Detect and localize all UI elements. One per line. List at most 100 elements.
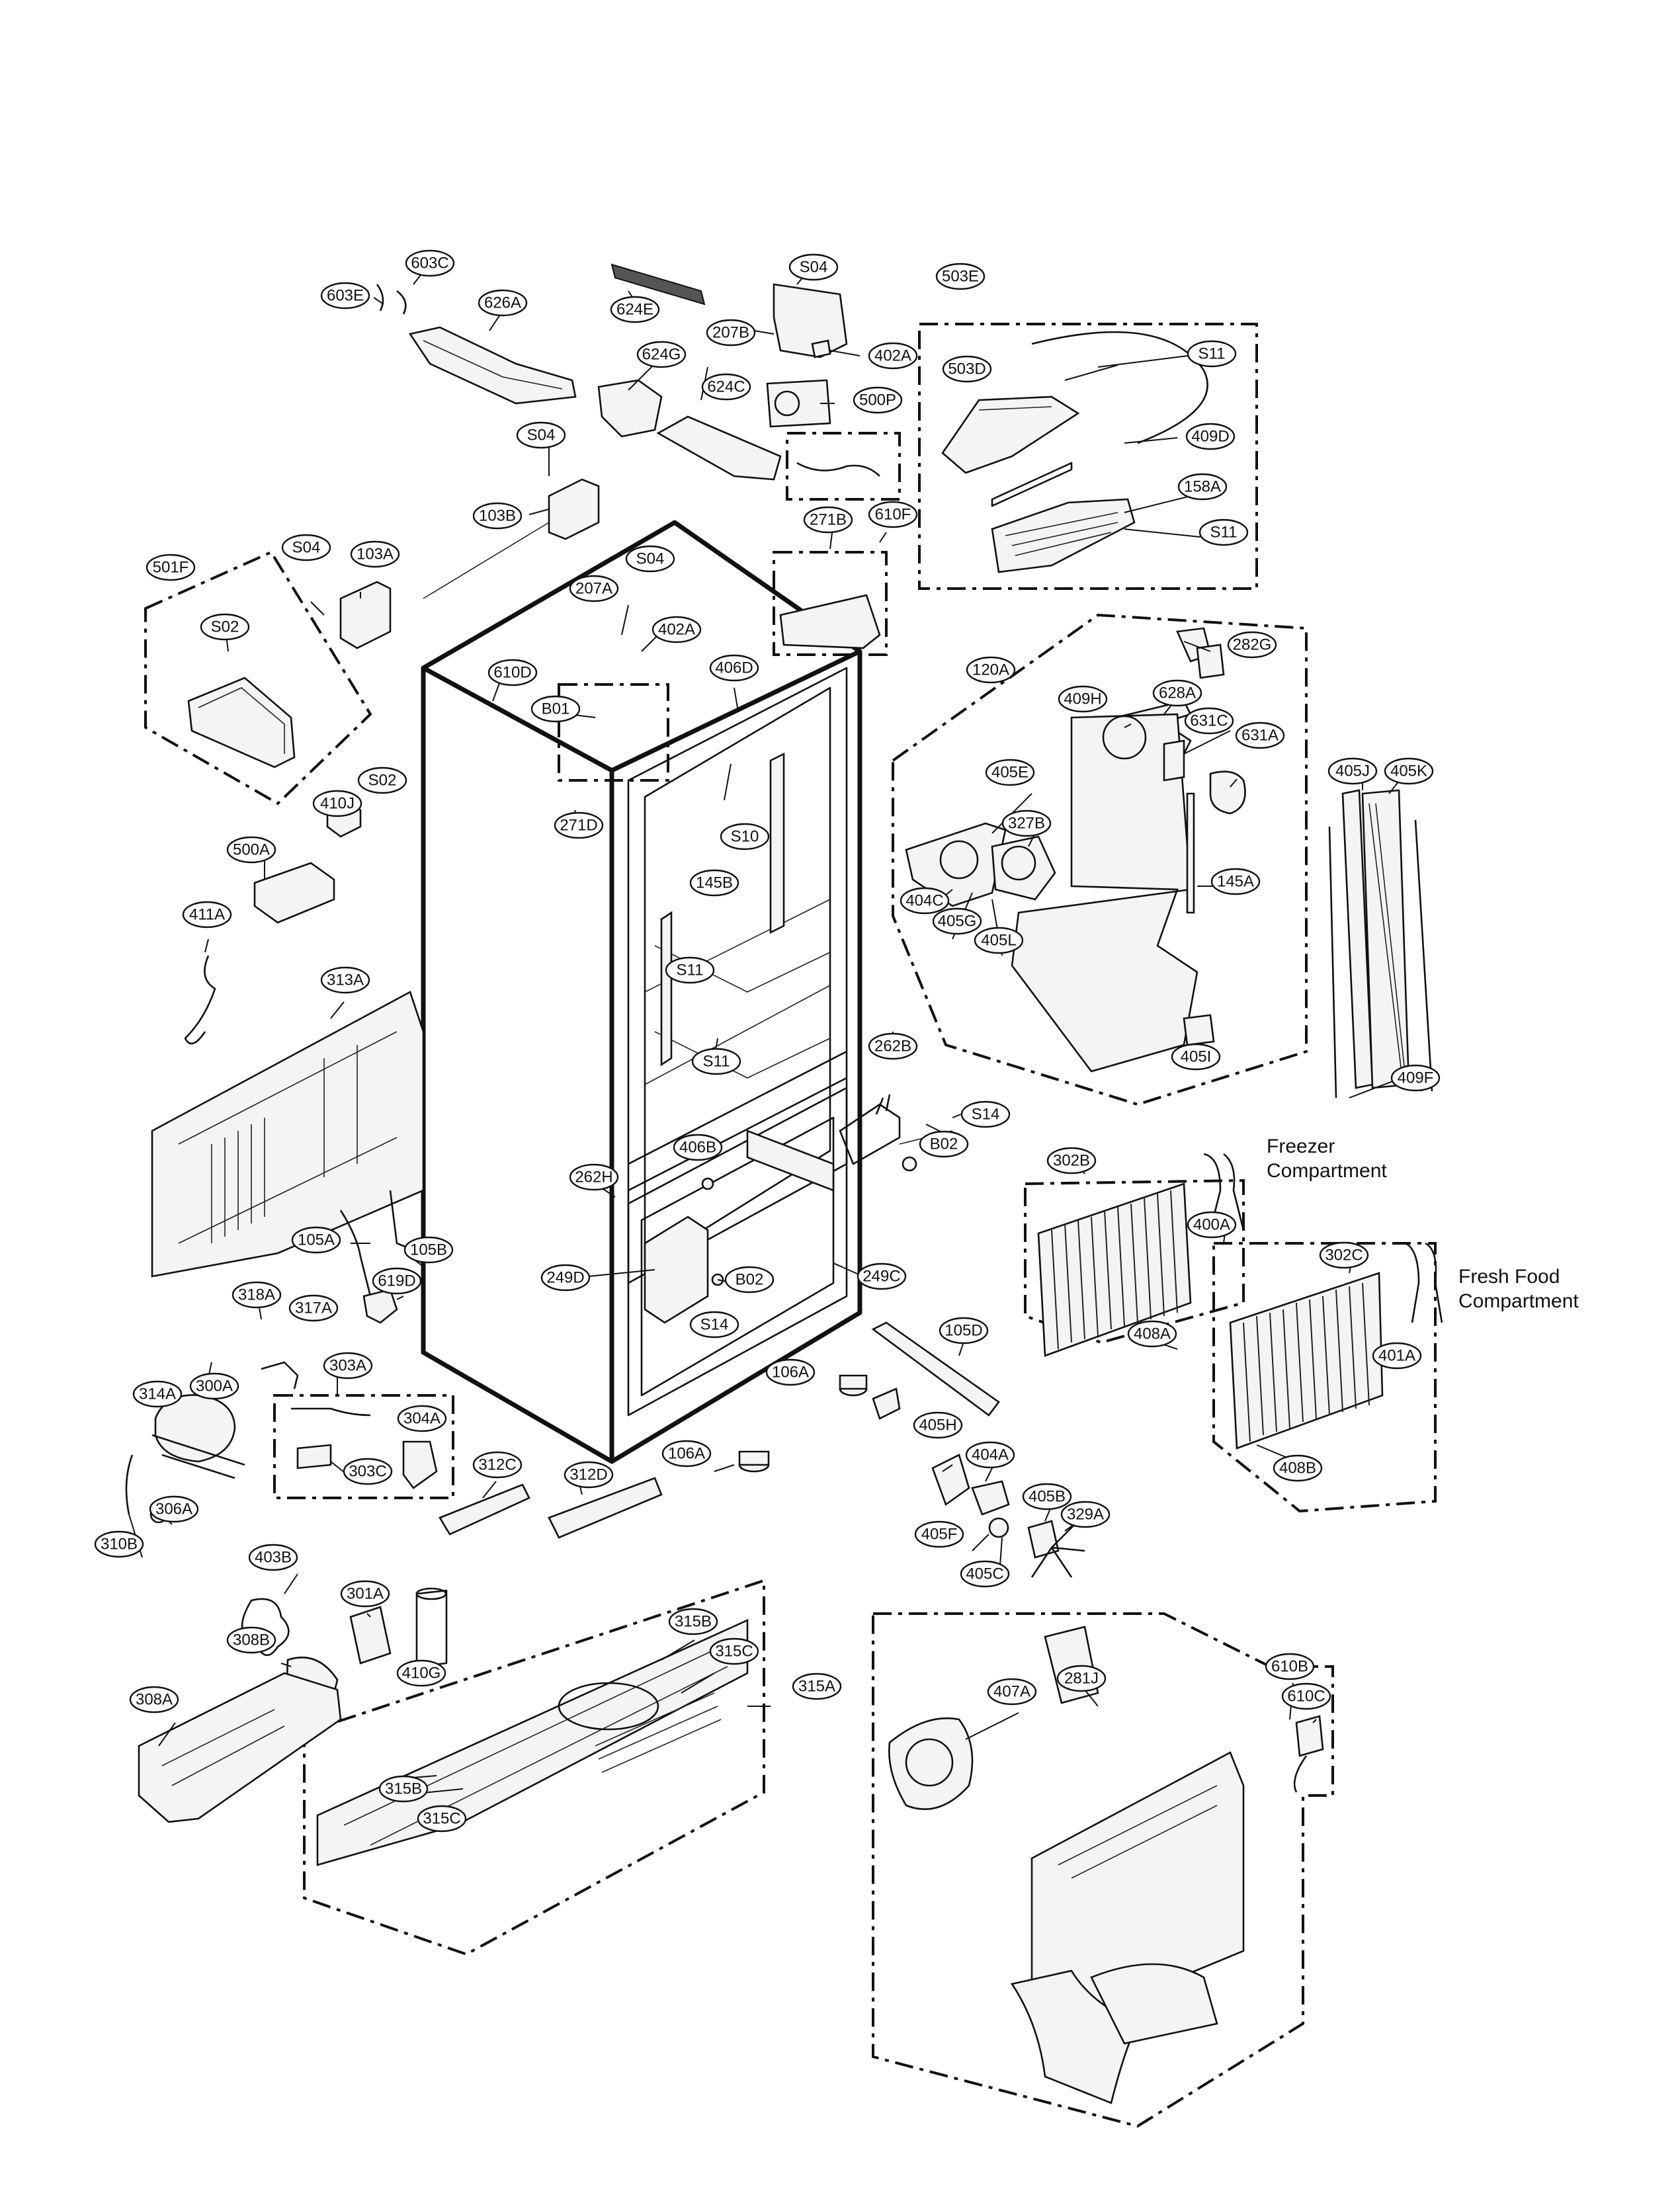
callout-bubble	[987, 1678, 1037, 1706]
callout-label: S11	[1210, 524, 1238, 542]
callout-label: 406D	[715, 659, 753, 677]
callout-bubble	[396, 1659, 446, 1687]
callout-bubble	[554, 811, 604, 839]
callout-bubble	[343, 1458, 393, 1485]
callout-402a-mid: 402A	[651, 616, 702, 643]
callout-bubble	[1265, 1653, 1315, 1680]
callout-610f: 610F	[868, 501, 918, 528]
callout-400a: 400A	[1187, 1211, 1237, 1239]
callout-label: 105D	[945, 1322, 982, 1340]
callout-label: 409H	[1064, 690, 1101, 708]
callout-411a: 411A	[182, 901, 232, 928]
group-outlines	[144, 323, 1437, 2128]
callout-bubble	[312, 790, 362, 817]
refrigerator-cabinet	[421, 520, 862, 1464]
callout-label: 411A	[189, 906, 225, 924]
callout-610c: 610C	[1281, 1682, 1331, 1710]
callout-s11-a: S11	[1187, 340, 1237, 368]
bottom-right-parts	[872, 1387, 1324, 2104]
callout-bubble	[985, 759, 1035, 786]
callout-bubble	[350, 540, 400, 568]
callout-409d: 409D	[1185, 423, 1236, 450]
callout-631a: 631A	[1235, 722, 1285, 749]
callout-bubble	[966, 656, 1016, 684]
callout-label: 405K	[1390, 763, 1427, 780]
callout-label: 303C	[349, 1463, 386, 1481]
callout-315c-b: 315C	[417, 1805, 467, 1833]
callout-bubble	[974, 927, 1024, 954]
callout-label: 120A	[972, 661, 1009, 679]
callout-106a-b: 106A	[661, 1440, 712, 1467]
callout-408a: 408A	[1127, 1320, 1177, 1348]
callout-label: 300A	[196, 1378, 233, 1395]
callout-145a: 145A	[1210, 868, 1261, 895]
callout-405b: 405B	[1022, 1483, 1072, 1510]
callout-bubble	[960, 1100, 1011, 1128]
callout-label: 603E	[327, 287, 364, 305]
callout-label: 406B	[679, 1139, 716, 1157]
callout-label: S04	[527, 427, 556, 444]
callout-271d: 271D	[554, 811, 604, 839]
callout-bubble	[661, 1440, 712, 1467]
top-dispenser-parts	[339, 263, 880, 649]
callout-120a: 120A	[966, 656, 1016, 684]
callout-249c: 249C	[857, 1262, 907, 1290]
fresh-food-note-line2: Compartment	[1458, 1290, 1579, 1312]
callout-label: S11	[703, 1053, 730, 1071]
callout-label: 308A	[136, 1691, 173, 1709]
callout-bubble	[701, 373, 751, 401]
callout-bubble	[1372, 1342, 1422, 1370]
callout-s04-b: S04	[625, 545, 675, 573]
callout-bubble	[94, 1530, 144, 1558]
callout-bubble	[689, 869, 739, 897]
callout-label: S14	[700, 1316, 729, 1334]
callout-628a: 628A	[1152, 679, 1202, 707]
callout-603c: 603C	[405, 249, 455, 277]
callout-label: 315B	[675, 1613, 712, 1631]
callout-s11-c: S11	[665, 956, 715, 984]
callout-label: 405E	[991, 764, 1029, 782]
right-side-parts	[701, 594, 1433, 1473]
callout-bubble	[960, 1560, 1010, 1588]
callout-312c: 312C	[472, 1451, 523, 1479]
callout-624g: 624G	[636, 341, 687, 368]
callout-s11-d: S11	[691, 1048, 741, 1075]
callout-bubble	[1198, 518, 1249, 546]
callout-bubble	[868, 501, 918, 528]
callout-bubble	[1210, 868, 1261, 895]
callout-103b: 103B	[472, 502, 523, 530]
callout-300a: 300A	[189, 1372, 239, 1400]
callout-bubble	[182, 901, 232, 928]
callout-label: 401A	[1378, 1347, 1415, 1365]
callout-bubble	[487, 659, 538, 686]
callout-bubble	[403, 1236, 454, 1264]
callout-249d: 249D	[540, 1264, 591, 1292]
callout-s14-a: S14	[960, 1100, 1011, 1128]
callout-label: B02	[930, 1135, 958, 1153]
callout-b02-b: B02	[724, 1266, 775, 1294]
callout-bubble	[857, 1262, 907, 1290]
callout-bubble	[132, 1380, 183, 1408]
callout-500p: 500P	[853, 386, 903, 414]
callout-bubble	[689, 1311, 739, 1339]
callout-302b: 302B	[1046, 1147, 1097, 1175]
callout-label: 302C	[1325, 1247, 1363, 1264]
callout-label: 631A	[1241, 727, 1279, 745]
callout-bubble	[569, 1163, 619, 1191]
callout-bubble	[1235, 722, 1285, 749]
callout-bubble	[146, 554, 196, 581]
callout-label: 145A	[1217, 873, 1254, 891]
callout-s11-b: S11	[1198, 518, 1249, 546]
filter-cover-assembly	[941, 331, 1208, 573]
callout-bubble	[665, 956, 715, 984]
callout-label: 106A	[668, 1445, 705, 1463]
callout-bubble	[1227, 631, 1277, 659]
callout-403b: 403B	[248, 1544, 298, 1571]
callout-label: 301A	[347, 1585, 384, 1603]
callout-327b: 327B	[1001, 809, 1052, 837]
callout-145b: 145B	[689, 869, 739, 897]
callout-label: B02	[735, 1271, 764, 1289]
callout-label: 262H	[575, 1169, 612, 1186]
callout-label: 610F	[875, 506, 911, 524]
callout-label: 624E	[616, 301, 653, 319]
